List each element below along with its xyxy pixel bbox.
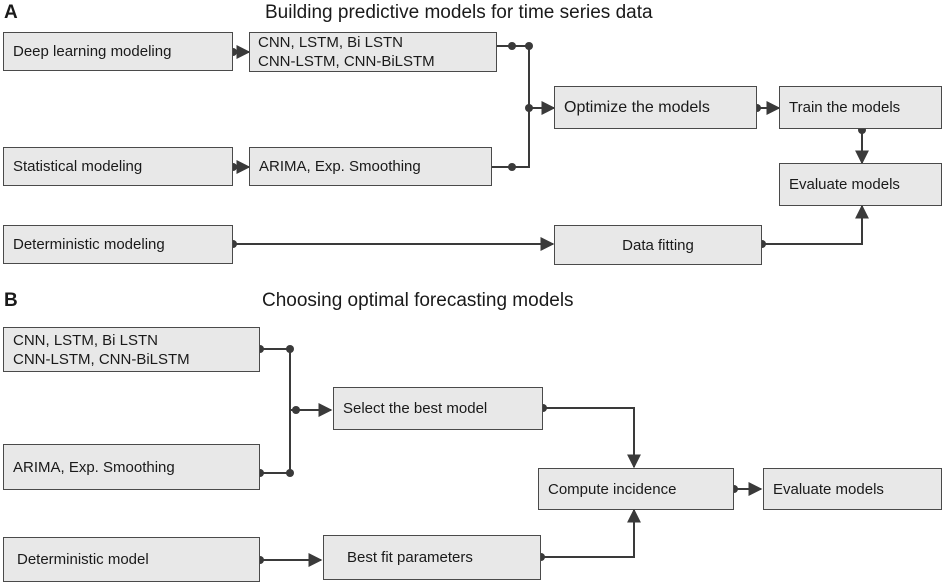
optimize-models-label: Optimize the models xyxy=(564,99,710,116)
evaluate-models-label: Evaluate models xyxy=(789,176,900,193)
connector-dot xyxy=(525,42,533,50)
compute-incidence-box: Compute incidence xyxy=(538,468,734,510)
arima-label: ARIMA, Exp. Smoothing xyxy=(259,158,421,175)
panel-b-title: Choosing optimal forecasting models xyxy=(262,290,574,311)
connector-dot xyxy=(508,163,516,171)
deep-learning-modeling-label: Deep learning modeling xyxy=(13,43,172,60)
select-best-model-label: Select the best model xyxy=(343,400,488,417)
arrow-b-bestfit-to-compute xyxy=(541,508,641,558)
dl-models-box: CNN, LSTM, Bi LSTN CNN-LSTM, CNN-BiLSTM xyxy=(249,32,497,72)
deterministic-modeling-box: Deterministic modeling xyxy=(3,225,233,264)
dl-models-line-2: CNN-LSTM, CNN-BiLSTM xyxy=(258,53,435,70)
wire-b-dlmodels-merge xyxy=(260,348,291,410)
connector-dot xyxy=(508,42,516,50)
wire-b-arima-merge xyxy=(260,410,291,474)
panel-b-letter: B xyxy=(4,290,18,311)
wire-dlmodels-merge xyxy=(497,45,530,108)
data-fitting-label: Data fitting xyxy=(622,236,694,254)
best-fit-parameters-box: Best fit parameters xyxy=(323,535,541,580)
b-dl-models-line-2: CNN-LSTM, CNN-BiLSTM xyxy=(13,350,190,368)
arima-box: ARIMA, Exp. Smoothing xyxy=(249,147,492,186)
train-models-box: Train the models xyxy=(779,86,942,129)
wire-arima-merge xyxy=(492,108,530,168)
connector-dot xyxy=(292,406,300,414)
statistical-modeling-label: Statistical modeling xyxy=(13,158,143,175)
arrow-datafitting-to-evaluate xyxy=(762,204,869,245)
b-arima-box: ARIMA, Exp. Smoothing xyxy=(3,444,260,490)
panel-a-letter: A xyxy=(4,2,18,23)
deterministic-model-box: Deterministic model xyxy=(3,537,260,582)
compute-incidence-label: Compute incidence xyxy=(548,480,677,498)
connector-dot xyxy=(525,104,533,112)
deep-learning-modeling-box: Deep learning modeling xyxy=(3,32,233,71)
deterministic-model-label: Deterministic model xyxy=(17,551,149,568)
optimize-models-box: Optimize the models xyxy=(554,86,757,129)
statistical-modeling-box: Statistical modeling xyxy=(3,147,233,186)
b-dl-models-box: CNN, LSTM, Bi LSTN CNN-LSTM, CNN-BiLSTM xyxy=(3,327,260,372)
b-evaluate-models-label: Evaluate models xyxy=(773,480,884,498)
b-evaluate-models-box: Evaluate models xyxy=(763,468,942,510)
b-dl-models-line-1: CNN, LSTM, Bi LSTN xyxy=(13,331,159,349)
best-fit-parameters-label: Best fit parameters xyxy=(347,549,473,566)
deterministic-modeling-label: Deterministic modeling xyxy=(13,236,165,253)
evaluate-models-box: Evaluate models xyxy=(779,163,942,206)
select-best-model-box: Select the best model xyxy=(333,387,543,430)
dl-models-line-1: CNN, LSTM, Bi LSTN xyxy=(258,34,404,51)
data-fitting-box: Data fitting xyxy=(554,225,762,265)
train-models-label: Train the models xyxy=(789,99,901,116)
b-arima-label: ARIMA, Exp. Smoothing xyxy=(13,458,175,476)
connector-dot xyxy=(286,345,294,353)
arrow-b-select-to-compute xyxy=(543,407,641,469)
panel-a-title: Building predictive models for time seri… xyxy=(265,2,653,23)
connector-dot xyxy=(286,469,294,477)
